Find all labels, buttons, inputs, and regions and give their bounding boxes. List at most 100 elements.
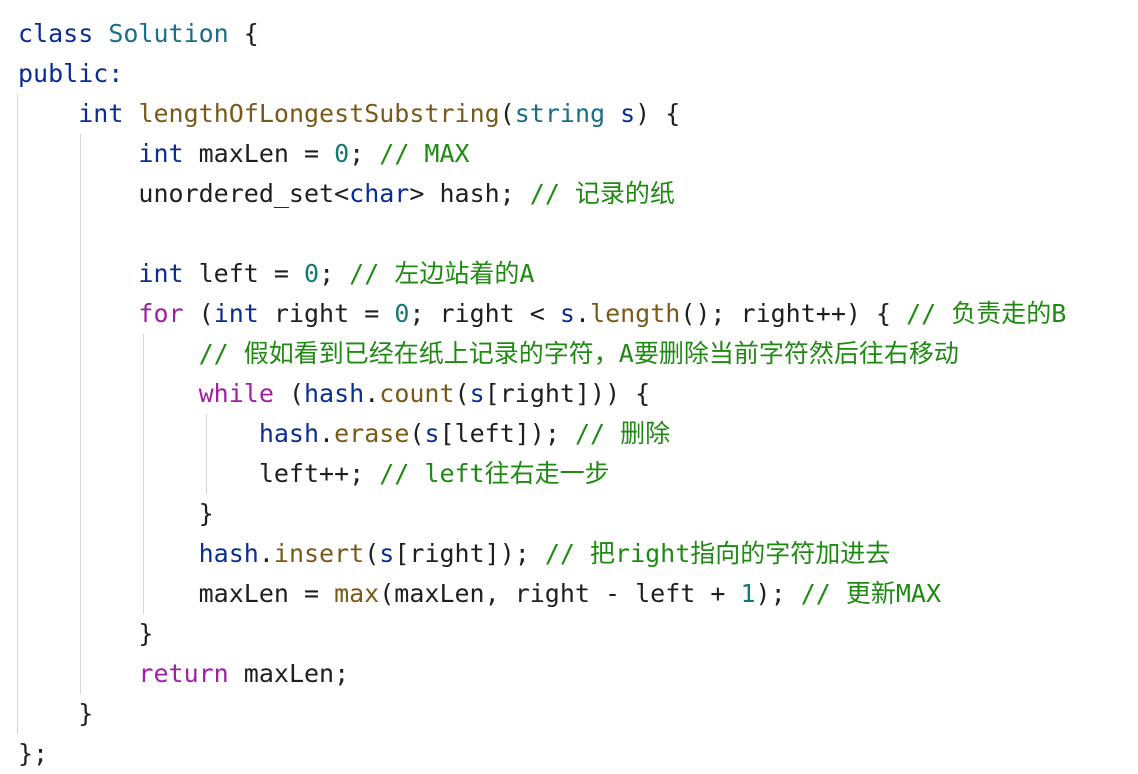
code-comment: // MAX [379,139,470,168]
code-token: max [334,579,380,608]
code-token: 0 [394,299,410,328]
code-line[interactable]: hash.erase(s[left]); // 删除 [18,414,1066,454]
code-token [123,99,138,128]
code-token: ( [454,379,470,408]
code-token: ( [499,99,515,128]
code-line[interactable]: maxLen = max(maxLen, right - left + 1); … [18,574,1066,614]
code-comment: // 更新MAX [800,579,941,608]
code-token: . [364,379,380,408]
code-token: int [213,299,259,328]
code-token: 0 [304,259,320,288]
code-token: public: [18,59,124,88]
code-token: lengthOfLongestSubstring [138,99,500,128]
code-line[interactable]: int left = 0; // 左边站着的A [18,254,1066,294]
code-line[interactable]: class Solution { [18,14,1066,54]
code-token: count [379,379,455,408]
code-line[interactable]: hash.insert(s[right]); // 把right指向的字符加进去 [18,534,1066,574]
code-token [18,539,199,568]
code-line[interactable]: } [18,694,1066,734]
code-token: }; [18,739,49,768]
code-token: maxLen; [228,659,350,688]
code-token: } [18,499,214,528]
code-line[interactable]: }; [18,734,1066,774]
code-token: ) { [635,99,681,128]
code-line[interactable]: int maxLen = 0; // MAX [18,134,1066,174]
code-token: [right])) { [484,379,651,408]
code-token: s [620,99,636,128]
code-token: > hash; [409,179,530,208]
code-comment: // 删除 [574,419,671,448]
code-token: } [18,619,154,648]
code-token: (); right++) { [680,299,907,328]
code-token: hash [304,379,365,408]
code-line[interactable]: } [18,494,1066,534]
code-token: ; [319,259,350,288]
code-token: ( [183,299,214,328]
code-token: int [138,139,184,168]
code-line[interactable]: unordered_set<char> hash; // 记录的纸 [18,174,1066,214]
code-token: 1 [740,579,756,608]
code-token: ( [273,379,304,408]
code-line[interactable]: // 假如看到已经在纸上记录的字符，A要删除当前字符然后往右移动 [18,334,1066,374]
code-token [18,379,199,408]
code-token: . [258,539,274,568]
code-line[interactable]: public: [18,54,1066,94]
code-token: . [574,299,591,328]
code-token: string [514,99,606,128]
code-token: [right]); [394,539,545,568]
code-token: s [379,539,395,568]
code-token: s [469,379,485,408]
code-token [18,259,138,288]
code-token [18,99,78,128]
code-line[interactable]: for (int right = 0; right < s.length(); … [18,294,1066,334]
code-token: insert [273,539,365,568]
code-comment: // 假如看到已经在纸上记录的字符，A要删除当前字符然后往右移动 [198,339,959,368]
code-token [18,339,199,368]
code-token: int [138,259,184,288]
code-token: left++; [18,459,380,488]
code-token: Solution [108,19,229,48]
indent-guide [206,414,207,494]
code-token: maxLen = [18,579,335,608]
code-token: ( [364,539,380,568]
code-token: return [138,659,229,688]
code-block[interactable]: class Solution { public: int lengthOfLong… [18,14,1066,774]
code-token [18,659,138,688]
code-token: . [319,419,335,448]
code-token: while [198,379,274,408]
code-comment: // 记录的纸 [529,179,675,208]
code-token [605,99,620,128]
code-token: ); [755,579,801,608]
code-token: s [424,419,440,448]
code-line[interactable]: int lengthOfLongestSubstring(string s) { [18,94,1066,134]
code-token [93,19,108,48]
indent-guide [143,334,144,614]
code-line[interactable]: while (hash.count(s[right])) { [18,374,1066,414]
code-token: erase [334,419,410,448]
code-token [18,419,259,448]
code-token [18,139,138,168]
code-token: maxLen = [183,139,335,168]
code-token: int [78,99,124,128]
code-line[interactable] [18,214,1066,254]
code-token: (maxLen, right - left + [379,579,741,608]
code-token: ( [409,419,425,448]
code-token: right = [258,299,395,328]
code-comment: // 左边站着的A [349,259,535,288]
indent-guide [80,134,81,694]
code-token: hash [198,539,259,568]
code-token: ; right < [409,299,560,328]
code-line[interactable]: return maxLen; [18,654,1066,694]
code-token: hash [258,419,320,448]
code-token: 0 [334,139,350,168]
code-line[interactable]: } [18,614,1066,654]
indent-guide [17,94,18,734]
code-token: } [18,699,94,728]
code-token: char [349,179,410,208]
code-token: ; [349,139,380,168]
code-comment: // 把right指向的字符加进去 [544,539,891,568]
code-token: unordered_set< [18,179,350,208]
code-comment: // left往右走一步 [379,459,610,488]
code-line[interactable]: left++; // left往右走一步 [18,454,1066,494]
